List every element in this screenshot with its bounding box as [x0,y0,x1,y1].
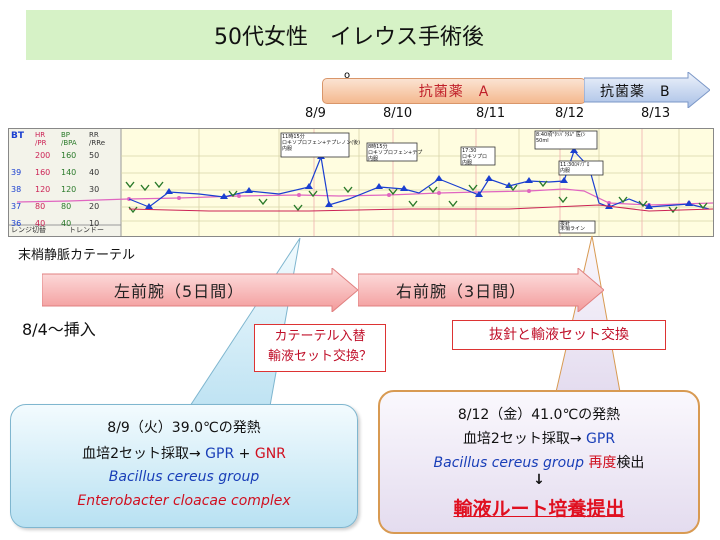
scale-rr: 10 [89,219,100,228]
chart-note: 8:40頃"ﾀｿﾊﾞｸﾀﾑ" 医(ｼ 50ml [536,132,586,144]
replace-line2: 輸液セット交換？ [267,349,372,364]
left-forearm-arrow-shape [41,266,359,314]
fever-0809-box: 8/9（火）39.0℃の発熱 血培2セット採取→ GPR + GNR Bacil… [10,404,358,528]
left-forearm-arrow: 左前腕（5日間） [41,266,359,314]
scale-panel [9,129,121,236]
chart-note: 抜針 末梢ライン [560,221,586,232]
hr-series [128,204,713,212]
right-detect: 検出 [616,455,645,471]
left-organism2: Enterobacter cloacae complex [77,493,291,509]
insert-date: 8/4〜挿入 [22,320,96,339]
date-label: 8/13 [641,106,671,121]
scale-bp: 40 [61,219,72,228]
vital-sign-chart: BT HR /PR BP /BPA RR /RRe 200 160 50 39 … [8,128,714,237]
antibiotic-a-bar: 抗菌薬 A [322,78,586,104]
title-banner: 50代女性 イレウス手術後 [26,10,672,60]
scale-row: 36 40 40 10 [11,219,119,233]
rr-points [125,180,708,214]
left-gnr: GNR [254,446,286,462]
catheter-caption: 末梢静脈カテーテル [18,248,136,263]
antibiotic-b-arrow: 抗菌薬 B [583,70,711,110]
bp-header: BP /BPA [61,131,77,147]
chart-note-boxes [280,130,604,234]
submit-culture-text: 輸液ルート培養提出 [453,498,625,520]
left-line1: 8/9（火）39.0℃の発熱 [107,420,261,436]
right-gpr: GPR [586,431,616,447]
date-label: 8/12 [555,106,585,121]
right-forearm-arrow-shape [357,266,605,314]
scale-hr: 80 [35,202,46,211]
right-culture-prefix: 血培2セット採取→ [462,431,587,447]
scale-bp: 160 [61,151,77,160]
scale-bp: 80 [61,202,72,211]
right-pointer [555,235,621,393]
antibiotic-b-arrow-shape [583,70,711,110]
scale-rows: 200 160 50 39 160 140 40 38 120 120 30 3… [11,151,119,233]
left-pointer [189,237,301,407]
scale-hr: 160 [35,168,51,177]
date-label: 8/9 [305,106,326,121]
scale-bt: 39 [11,168,22,177]
antibiotic-a-label: 抗菌薬 A [418,84,490,100]
scale-bt: 36 [11,219,22,228]
right-forearm-arrow: 右前腕（3日間） [357,266,605,314]
scale-hr: 120 [35,185,51,194]
right-line3: Bacillus cereus group 再度検出 [380,452,698,472]
left-line2: 血培2セット採取→ GPR + GNR [11,443,357,463]
left-culture-prefix: 血培2セット採取→ [82,446,206,462]
scale-rr: 50 [89,151,100,160]
scale-rr: 20 [89,202,100,211]
scale-row: 38 120 120 30 [11,185,119,202]
trend-button[interactable]: トレンドー [69,226,104,234]
down-arrow: ↓ [533,472,545,488]
scale-bp: 120 [61,185,77,194]
date-label: 8/11 [476,106,506,121]
bt-series [128,149,710,210]
bt-header: BT [11,131,24,141]
hr-header: HR /PR [35,131,47,147]
scale-rr: 30 [89,185,100,194]
replace-callout: カテーテル入替 輸液セット交換？ [254,324,386,372]
right-forearm-label: 右前腕（3日間） [396,282,527,301]
remove-callout: 抜針と輸液セット交換 [452,320,666,350]
scale-row: 39 160 140 40 [11,168,119,185]
right-line1: 8/12（金）41.0℃の発熱 [457,407,621,423]
left-organism1: Bacillus cereus group [108,469,260,485]
page-title: 50代女性 イレウス手術後 [214,25,484,50]
antibiotic-b-label: 抗菌薬 B [600,84,671,100]
scale-row: 200 160 50 [11,151,119,168]
chart-note: 11:30ﾛｷｿﾌﾟﾛ 内服 [560,162,590,174]
left-gpr: GPR [205,446,235,462]
rr-header: RR /RRe [89,131,106,147]
chart-note: 11時15分 ロキソプロフェン+テプレノン(後) 内服 [282,134,361,152]
bp-series [16,188,713,206]
right-line2: 血培2セット採取→ GPR [380,428,698,448]
scale-bt: 38 [11,185,22,194]
right-again: 再度 [588,455,617,471]
range-toggle-button[interactable]: レンジ切替 [11,226,46,234]
left-plus: + [234,446,255,462]
scale-hr: 40 [35,219,46,228]
left-forearm-label: 左前腕（5日間） [114,282,245,301]
vital-chart-svg [9,129,713,236]
chart-note: 17:30 ロキソプロ 内服 [462,148,488,166]
chart-note: 8時15分 ロキソプロフェン+テプ 内服 [368,144,423,162]
scale-rr: 40 [89,168,100,177]
bt-points [145,147,693,209]
scale-bt: 37 [11,202,22,211]
right-organism1: Bacillus cereus group [433,455,584,471]
scale-bp: 140 [61,168,77,177]
small-mark: o [344,70,351,81]
remove-text: 抜針と輸液セット交換 [489,327,629,343]
date-label: 8/10 [383,106,413,121]
scale-hr: 200 [35,151,51,160]
scale-row: 37 80 80 20 [11,202,119,219]
replace-line1: カテーテル入替 [274,329,366,344]
fever-0812-box: 8/12（金）41.0℃の発熱 血培2セット採取→ GPR Bacillus c… [378,390,700,534]
